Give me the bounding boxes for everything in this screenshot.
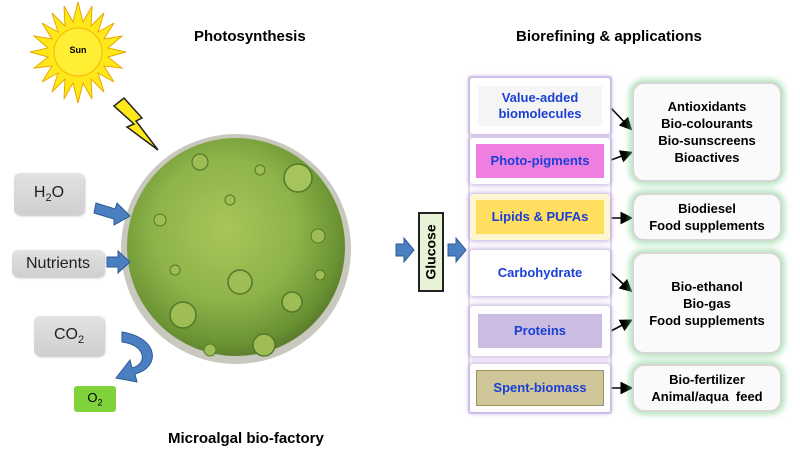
co2-box: CO2 xyxy=(34,316,104,356)
biorefining-title: Biorefining & applications xyxy=(516,28,702,45)
photosynthesis-title: Photosynthesis xyxy=(194,28,306,45)
output-item: Bio-sunscreens xyxy=(658,133,756,148)
glucose-in-arrow-icon xyxy=(395,236,415,264)
output-antioxidants-box: Antioxidants Bio-colourants Bio-sunscree… xyxy=(632,82,782,182)
glucose-out-arrow-icon xyxy=(447,236,467,264)
category-label: Proteins xyxy=(513,323,566,338)
water-arrow-icon xyxy=(93,202,131,226)
output-biodiesel-box: Biodiesel Food supplements xyxy=(632,193,782,241)
connector-arrow xyxy=(610,107,633,131)
water-box: H2O xyxy=(14,173,84,215)
category-spent-biomass-inner: Spent-biomass xyxy=(476,370,604,406)
o2-box: O2 xyxy=(74,386,116,412)
lightning-bolt-icon xyxy=(112,96,159,151)
water-label: H2O xyxy=(33,183,65,205)
co2-o2-curved-arrow-icon xyxy=(115,331,153,383)
category-lipids-inner: Lipids & PUFAs xyxy=(476,200,604,234)
output-item: Food supplements xyxy=(649,218,765,233)
category-label: Value-added xyxy=(501,90,579,105)
factory-title: Microalgal bio-factory xyxy=(168,430,324,447)
microalgae-cell xyxy=(127,138,345,357)
output-biofertilizer-box: Bio-fertilizer Animal/aqua feed xyxy=(632,364,782,412)
category-photo-pigments-inner: Photo-pigments xyxy=(476,144,604,178)
glucose-box: Glucose xyxy=(418,212,444,292)
category-value-added: Value-added biomolecules xyxy=(470,78,610,134)
category-spent-biomass: Spent-biomass xyxy=(470,364,610,412)
glucose-label: Glucose xyxy=(423,224,439,280)
sun-label: Sun xyxy=(69,45,87,55)
output-item: Biodiesel xyxy=(678,201,736,216)
output-item: Bio-ethanol xyxy=(671,278,743,294)
output-item: Bio-fertilizer xyxy=(669,372,745,387)
sun-icon xyxy=(29,1,127,104)
output-bioethanol-box: Bio-ethanol Bio-gas Food supplements xyxy=(632,252,782,354)
category-value-added-inner: Value-added biomolecules xyxy=(478,86,602,126)
output-item: Food supplements xyxy=(649,312,765,328)
co2-label: CO2 xyxy=(53,325,85,347)
nutrients-arrow-icon xyxy=(106,249,131,275)
output-item: Antioxidants xyxy=(667,99,747,114)
category-photo-pigments: Photo-pigments xyxy=(470,138,610,184)
output-item: Animal/aqua feed xyxy=(651,389,763,404)
category-lipids: Lipids & PUFAs xyxy=(470,194,610,240)
output-item: Bio-colourants xyxy=(661,116,753,131)
output-item: Bioactives xyxy=(674,150,740,165)
categories-column-frame xyxy=(468,76,612,414)
category-proteins: Proteins xyxy=(470,306,610,356)
o2-label: O2 xyxy=(87,390,103,408)
category-proteins-inner: Proteins xyxy=(478,314,602,348)
output-item: Bio-gas xyxy=(683,295,731,311)
connector-arrow xyxy=(610,319,633,332)
category-carbohydrate: Carbohydrate xyxy=(470,250,610,296)
nutrients-label: Nutrients xyxy=(25,254,91,272)
category-carbohydrate-inner: Carbohydrate xyxy=(476,256,604,290)
category-label: Carbohydrate xyxy=(497,265,583,280)
nutrients-box: Nutrients xyxy=(12,250,104,277)
connector-arrow xyxy=(610,150,634,163)
category-label: Photo-pigments xyxy=(490,153,590,168)
category-label: Lipids & PUFAs xyxy=(491,209,589,224)
connector-arrow xyxy=(610,272,633,293)
category-label: Spent-biomass xyxy=(493,380,587,395)
category-label: biomolecules xyxy=(498,106,582,121)
